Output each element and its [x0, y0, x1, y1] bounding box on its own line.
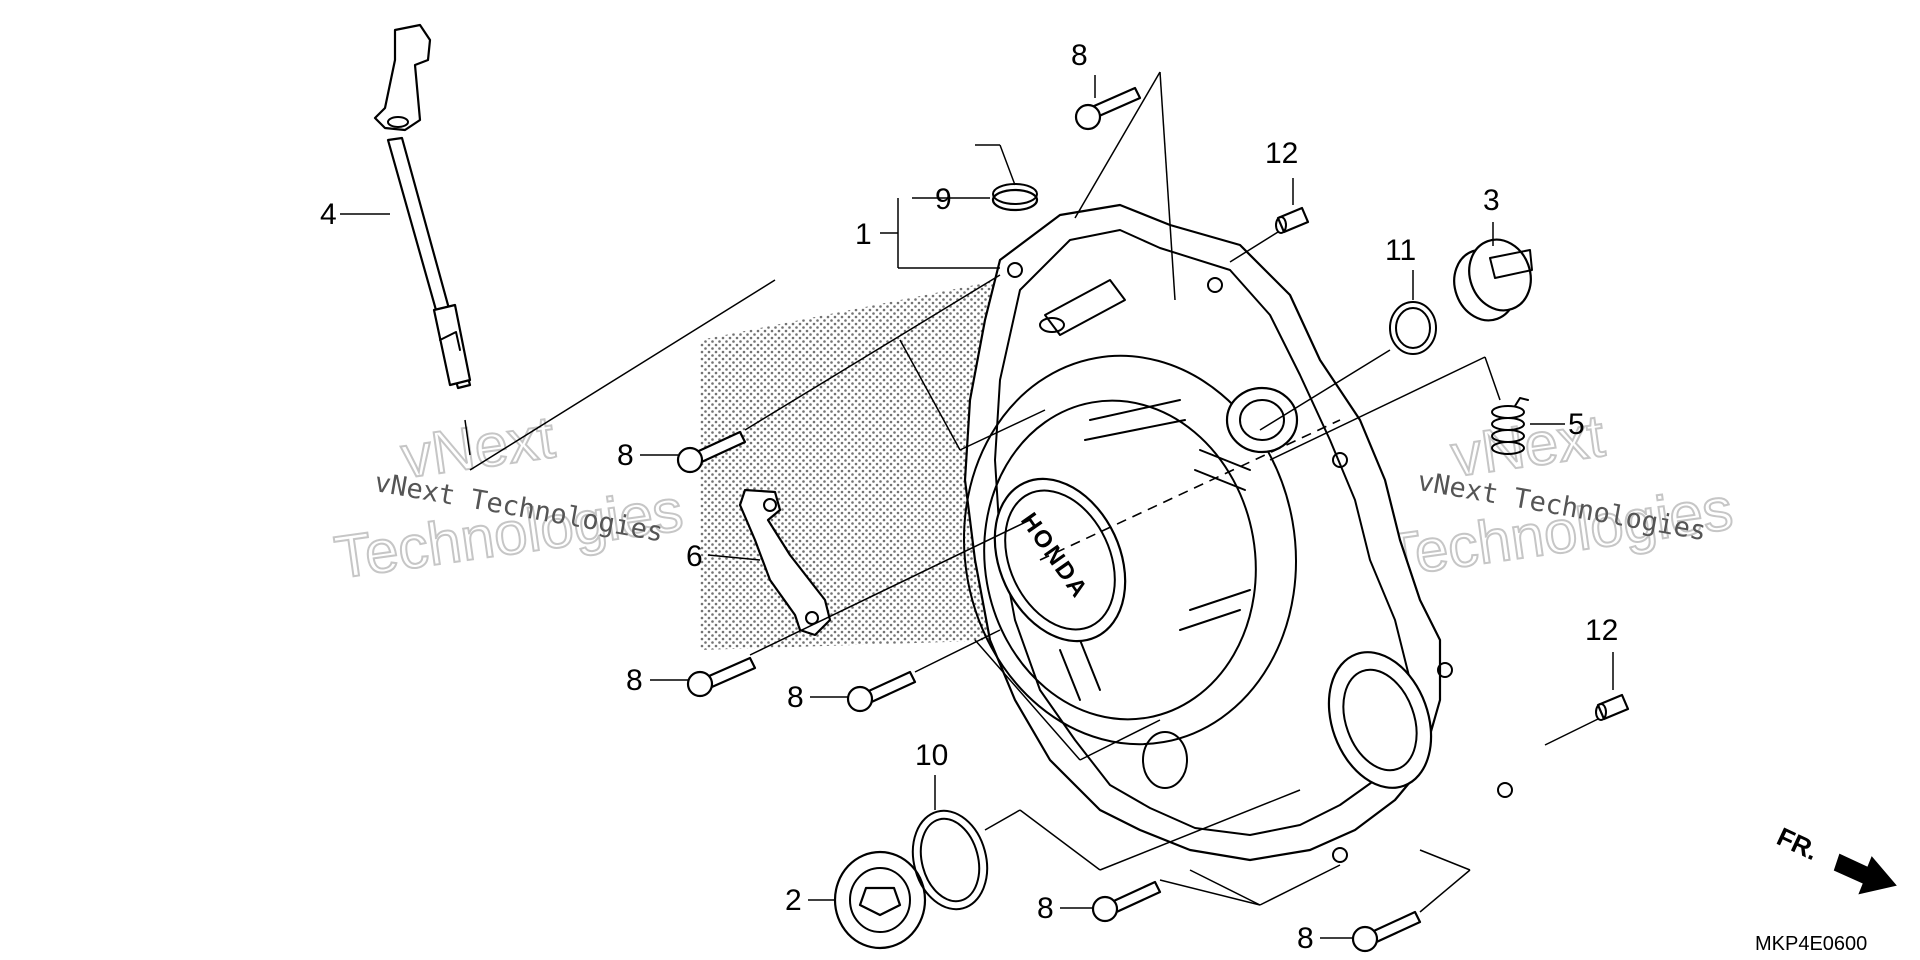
part-9-grommet — [991, 183, 1039, 212]
callout-12: 12 — [1265, 137, 1298, 170]
callout-10: 10 — [915, 739, 948, 772]
callout-8: 8 — [787, 681, 804, 714]
alignment-dashed-line — [1039, 419, 1341, 561]
callout-9: 9 — [935, 183, 952, 216]
callout-5: 5 — [1568, 408, 1585, 441]
front-direction-arrow: FR. — [1772, 821, 1897, 895]
callout-4: 4 — [320, 198, 337, 231]
part-2-cap — [833, 850, 927, 950]
callout-8: 8 — [1297, 922, 1314, 955]
bolt-4 — [846, 670, 917, 713]
part-10-oring — [911, 809, 989, 911]
callout-8: 8 — [626, 664, 643, 697]
callout-2: 2 — [785, 884, 802, 917]
part-6-bracket — [738, 488, 832, 637]
callout-3: 3 — [1483, 184, 1500, 217]
part-5-spring — [1491, 397, 1529, 455]
part-11-oring — [1389, 301, 1437, 355]
svg-text:FR.: FR. — [1772, 821, 1823, 866]
callout-8: 8 — [1037, 892, 1054, 925]
callout-11: 11 — [1385, 234, 1416, 267]
diagram-code: MKP4E0600 — [1755, 933, 1867, 955]
bolt-2 — [676, 430, 747, 474]
bolt-1 — [1074, 86, 1142, 131]
callout-8: 8 — [617, 439, 634, 472]
leader-lines — [340, 71, 1614, 939]
gasket-shading — [700, 280, 1010, 650]
part-4-shaft — [373, 23, 472, 456]
callout-1: 1 — [855, 218, 872, 251]
bolt-5 — [1091, 880, 1162, 923]
part-1-cover: HONDA — [963, 203, 1513, 863]
part-3-filler-cap — [1453, 238, 1533, 322]
bolt-3 — [686, 656, 757, 698]
callout-6: 6 — [686, 540, 703, 573]
part-12-dowel-bottom — [1595, 693, 1630, 721]
callout-8: 8 — [1071, 39, 1088, 72]
callout-12: 12 — [1585, 614, 1618, 647]
bolt-6 — [1351, 910, 1422, 953]
part-12-dowel-top — [1275, 206, 1310, 234]
